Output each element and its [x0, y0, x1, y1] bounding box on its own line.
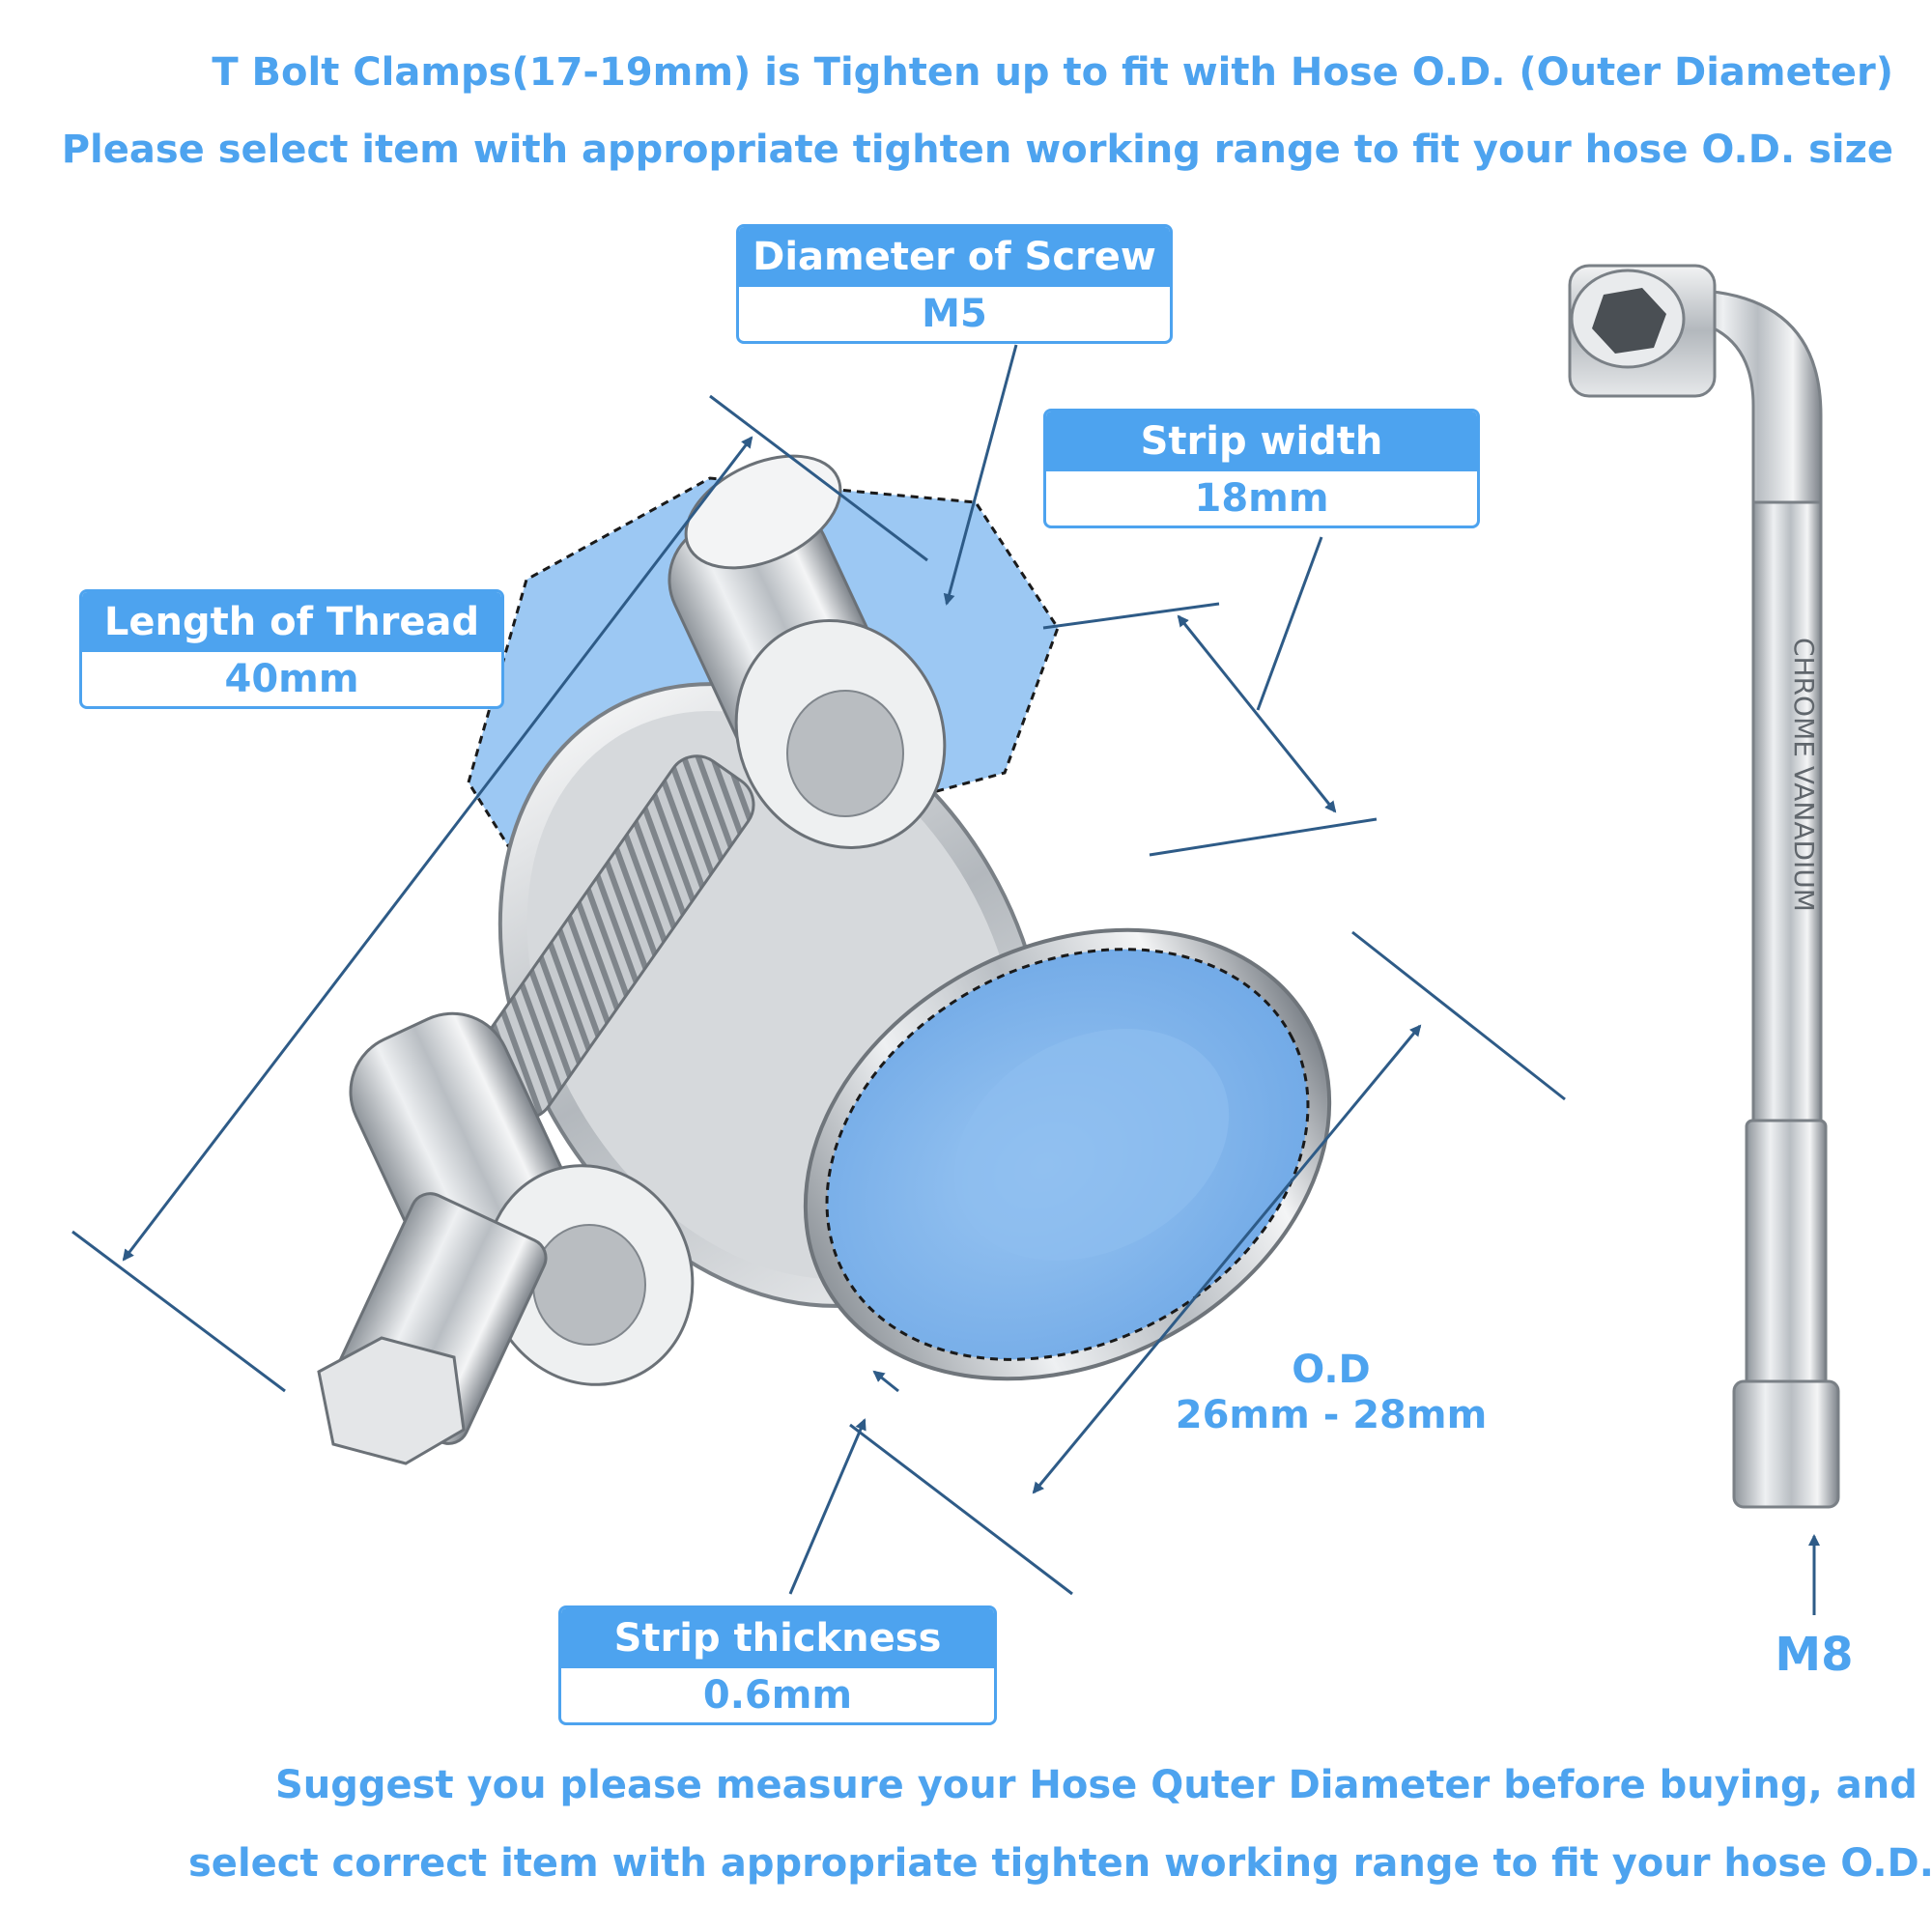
spec-strip-width: Strip width 18mm [1043, 409, 1480, 528]
thickness-leader-up [788, 1418, 867, 1595]
width-ext-top [1042, 602, 1220, 630]
spec-strip-thickness-value: 0.6mm [702, 1673, 853, 1718]
strip-width-arrow [1177, 614, 1337, 813]
thread-ext-top [709, 394, 928, 562]
spec-strip-thickness: Strip thickness 0.6mm [558, 1605, 997, 1725]
spec-screw-label: Diameter of Screw [739, 227, 1170, 287]
od-value: 26mm - 28mm [1175, 1393, 1488, 1437]
od-ext-top [1351, 930, 1566, 1101]
header-line-1: T Bolt Clamps(17-19mm) is Tighten up to … [212, 50, 1893, 95]
width-ext-bottom [1149, 817, 1378, 857]
thickness-leader-down [872, 1370, 899, 1393]
thread-length-arrow [122, 436, 753, 1262]
spec-thread-length: Length of Thread 40mm [79, 589, 504, 709]
socket-wrench: CHROME VANADIUM [1568, 264, 1840, 1509]
spec-screw-value: M5 [922, 292, 987, 336]
od-ext-bottom [849, 1423, 1073, 1596]
strip-width-leader [1256, 536, 1323, 711]
footer-line-2: select correct item with appropriate tig… [188, 1841, 1932, 1886]
od-label: O.D [1292, 1348, 1371, 1392]
wrench-size-label: M8 [1775, 1628, 1854, 1682]
spec-strip-width-label: Strip width [1046, 412, 1477, 471]
spec-thread-value: 40mm [224, 657, 359, 701]
header-line-2: Please select item with appropriate tigh… [61, 128, 1893, 172]
spec-strip-thickness-label: Strip thickness [561, 1608, 994, 1668]
screw-leader [943, 344, 1018, 606]
thread-ext-bottom [71, 1230, 286, 1393]
spec-thread-label: Length of Thread [82, 592, 501, 652]
wrench-engraving: CHROME VANADIUM [1788, 638, 1820, 912]
spec-screw-diameter: Diameter of Screw M5 [736, 224, 1173, 344]
footer-line-1: Suggest you please measure your Hose Qut… [275, 1763, 1918, 1807]
od-arrow [1032, 1024, 1422, 1494]
spec-strip-width-value: 18mm [1194, 476, 1329, 521]
